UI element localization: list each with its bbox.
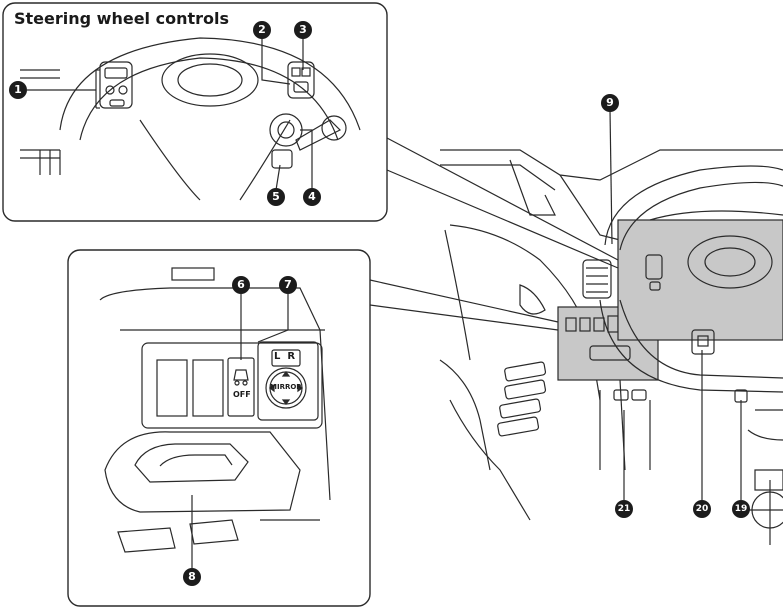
callout-7: 7 <box>279 276 297 294</box>
callout-4: 4 <box>303 188 321 206</box>
mirror-lr-label: L R <box>274 351 296 362</box>
callout-2: 2 <box>253 21 271 39</box>
overview-leaders <box>609 109 742 500</box>
callout-5: 5 <box>267 188 285 206</box>
callout-19: 19 <box>732 500 750 518</box>
talk-phone-switches <box>287 61 315 99</box>
outside-mirror-switch <box>257 341 319 421</box>
mirror-label: MIRROR <box>270 383 302 391</box>
vsc-off-label: OFF <box>233 390 251 399</box>
callout-3: 3 <box>294 21 312 39</box>
audio-remote-switch <box>99 61 133 109</box>
callout-20: 20 <box>693 500 711 518</box>
dashboard-overview <box>439 149 783 545</box>
callout-1: 1 <box>9 81 27 99</box>
callout-21: 21 <box>615 500 633 518</box>
callout-8: 8 <box>183 568 201 586</box>
power-window-switches <box>497 361 547 437</box>
switch-panel-inset <box>67 249 371 607</box>
steering-wheel-inset <box>2 2 388 222</box>
figure-title: Steering wheel controls <box>14 9 229 28</box>
callout-9: 9 <box>601 94 619 112</box>
callout-6: 6 <box>232 276 250 294</box>
inset-connectors <box>369 137 619 331</box>
